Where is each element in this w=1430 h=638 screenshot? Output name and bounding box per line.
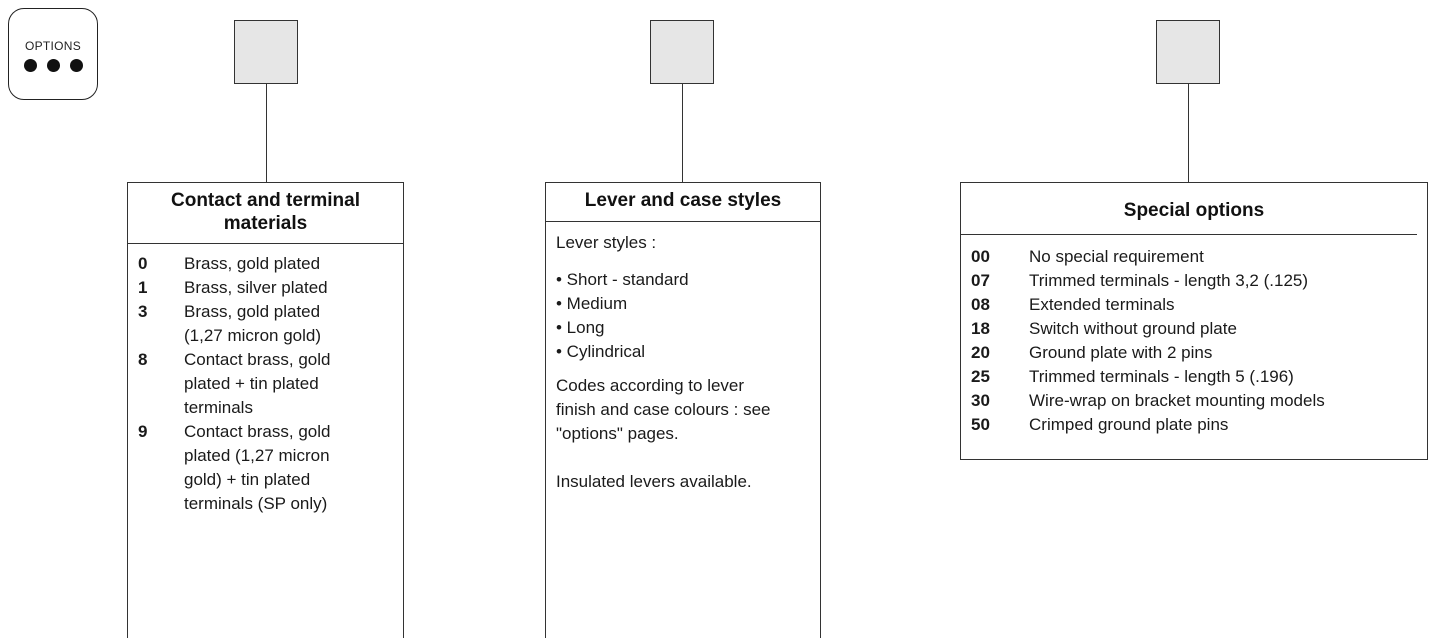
options-dots-icon [9, 59, 97, 72]
lever-case-content: Lever styles : • Short - standard • Medi… [546, 230, 820, 494]
contact-materials-panel: Contact and terminal materials 0 Brass, … [127, 182, 404, 638]
lever-code-square [650, 20, 714, 84]
description-line: plated + tin plated [184, 374, 319, 393]
item-description: No special requirement [1029, 247, 1204, 266]
item-description: Trimmed terminals - length 5 (.196) [1029, 367, 1294, 386]
lever-case-title: Lever and case styles [584, 190, 782, 211]
list-item: 1 Brass, silver plated [138, 276, 403, 300]
contact-code-square [234, 20, 298, 84]
item-code: 8 [138, 350, 148, 369]
lever-style-item: • Long [556, 318, 605, 337]
item-code: 08 [971, 295, 990, 314]
contact-connector-line [266, 84, 267, 182]
lever-case-panel: Lever and case styles Lever styles : • S… [545, 182, 821, 638]
special-options-panel: Special options 00 No special requirement… [960, 182, 1428, 460]
item-description: Ground plate with 2 pins [1029, 343, 1213, 362]
description-line: Contact brass, gold [184, 350, 331, 369]
list-item: 50 Crimped ground plate pins [971, 413, 1427, 437]
lever-style-item: • Medium [556, 294, 628, 313]
list-item: 00 No special requirement [971, 245, 1427, 269]
list-item: 3 Brass, gold plated (1,27 micron gold) [138, 300, 403, 348]
item-description: Wire-wrap on bracket mounting models [1029, 391, 1325, 410]
item-description: Brass, gold plated [184, 252, 403, 276]
list-item: 18 Switch without ground plate [971, 317, 1427, 341]
item-description: Extended terminals [1029, 295, 1175, 314]
item-description: Brass, silver plated [184, 276, 403, 300]
special-code-square [1156, 20, 1220, 84]
item-description: Contact brass, gold plated + tin plated … [184, 348, 403, 420]
panel-divider [546, 221, 820, 222]
title-line: materials [223, 213, 308, 234]
item-code: 50 [971, 415, 990, 434]
item-description: Contact brass, gold plated (1,27 micron … [184, 420, 403, 516]
description-line: terminals [184, 398, 253, 417]
item-description: Crimped ground plate pins [1029, 415, 1229, 434]
description-line: Brass, gold plated [184, 302, 321, 321]
description-line: Contact brass, gold [184, 422, 331, 441]
item-code: 25 [971, 367, 990, 386]
list-item: 0 Brass, gold plated [138, 252, 403, 276]
codes-note-line: finish and case colours : see [556, 400, 771, 419]
item-description: Trimmed terminals - length 3,2 (.125) [1029, 271, 1309, 290]
codes-note-line: "options" pages. [556, 424, 679, 443]
item-code: 20 [971, 343, 990, 362]
list-item: 25 Trimmed terminals - length 5 (.196) [971, 365, 1427, 389]
dot-icon [23, 59, 37, 72]
list-item: 07 Trimmed terminals - length 3,2 (.125) [971, 269, 1427, 293]
list-item: 30 Wire-wrap on bracket mounting models [971, 389, 1427, 413]
item-code: 0 [138, 254, 148, 273]
lever-style-item: • Short - standard [556, 270, 689, 289]
title-line: Contact and terminal [171, 190, 360, 211]
codes-note-line: Codes according to lever [556, 376, 745, 395]
item-code: 07 [971, 271, 990, 290]
contact-materials-title: Contact and terminal materials [128, 183, 403, 243]
options-badge: OPTIONS [8, 8, 98, 100]
lever-styles-intro: Lever styles : [556, 233, 657, 252]
list-item: 08 Extended terminals [971, 293, 1427, 317]
item-code: 00 [971, 247, 990, 266]
description-line: Brass, gold plated [184, 254, 321, 273]
special-options-title: Special options [1123, 200, 1265, 221]
description-line: (1,27 micron gold) [184, 326, 322, 345]
panel-divider [961, 234, 1417, 235]
options-label: OPTIONS [24, 39, 82, 53]
item-code: 1 [138, 278, 148, 297]
lever-style-item: • Cylindrical [556, 342, 646, 361]
list-item: 9 Contact brass, gold plated (1,27 micro… [138, 420, 403, 516]
list-item: 8 Contact brass, gold plated + tin plate… [138, 348, 403, 420]
description-line: plated (1,27 micron [184, 446, 330, 465]
item-description: Brass, gold plated (1,27 micron gold) [184, 300, 403, 348]
contact-materials-list: 0 Brass, gold plated 1 Brass, silver pla… [128, 252, 403, 516]
item-code: 3 [138, 302, 148, 321]
item-code: 30 [971, 391, 990, 410]
dot-icon [46, 59, 60, 72]
description-line: terminals (SP only) [184, 494, 328, 513]
special-connector-line [1188, 84, 1189, 182]
item-description: Switch without ground plate [1029, 319, 1237, 338]
item-code: 18 [971, 319, 990, 338]
insulated-levers-note: Insulated levers available. [556, 472, 752, 491]
description-line: gold) + tin plated [184, 470, 311, 489]
list-item: 20 Ground plate with 2 pins [971, 341, 1427, 365]
panel-divider [128, 243, 403, 244]
item-code: 9 [138, 422, 148, 441]
description-line: Brass, silver plated [184, 278, 328, 297]
dot-icon [69, 59, 83, 72]
lever-connector-line [682, 84, 683, 182]
